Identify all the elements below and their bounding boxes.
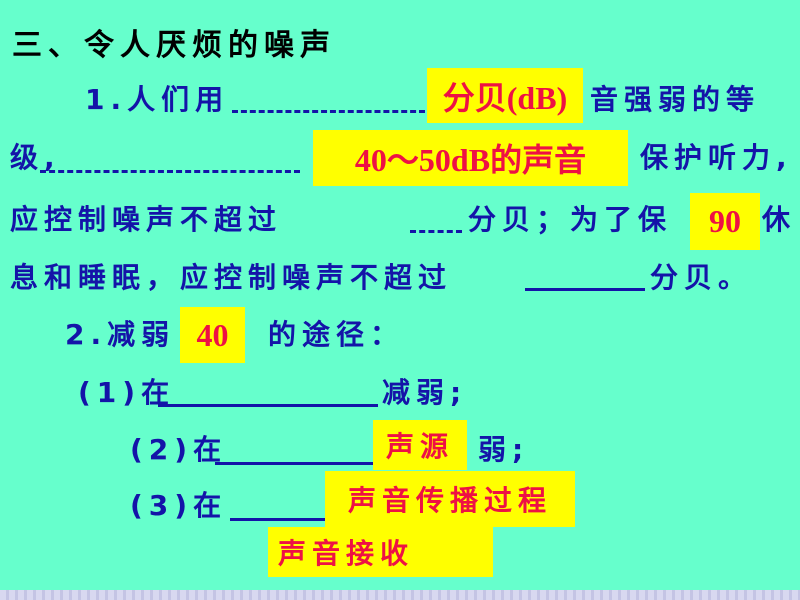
line2-suffix: 保护听力, bbox=[640, 141, 793, 174]
answer-unit: 分贝(dB) bbox=[427, 68, 583, 123]
answer-limit-rest: 90 bbox=[690, 193, 760, 250]
footer-strip bbox=[0, 590, 800, 600]
answer-receiver-text: 声音接收 bbox=[278, 537, 415, 570]
line8-prefix: (3)在 bbox=[130, 489, 228, 522]
answer-range-text: 40～50dB的声音 bbox=[354, 142, 587, 178]
line6-suffix: 减弱; bbox=[382, 376, 468, 409]
blank-8 bbox=[230, 518, 325, 521]
line5-suffix: 的途径： bbox=[268, 318, 405, 351]
blank-1 bbox=[232, 110, 425, 113]
line7-suffix: 弱; bbox=[478, 433, 530, 466]
answer-limit-sleep: 40 bbox=[180, 307, 245, 363]
line2-prefix: 级, bbox=[10, 141, 61, 174]
blank-2 bbox=[40, 170, 300, 173]
line3-prefix: 应控制噪声不超过 bbox=[10, 203, 283, 236]
line5-prefix: 2.减弱 bbox=[65, 318, 176, 351]
line1-prefix: 1.人们用 bbox=[85, 83, 230, 116]
line4-prefix: 息和睡眠，应控制噪声不超过 bbox=[10, 261, 453, 294]
blank-6 bbox=[158, 404, 378, 407]
line6-prefix: (1)在 bbox=[78, 376, 176, 409]
blank-7 bbox=[215, 462, 375, 465]
answer-range: 40～50dB的声音 bbox=[313, 130, 628, 186]
answer-transmission: 声音传播过程 bbox=[325, 471, 575, 527]
line1-suffix: 音强弱的等 bbox=[590, 83, 761, 116]
line3-middle: 分贝；为了保 bbox=[468, 203, 673, 236]
slide-title: 三、令人厌烦的噪声 bbox=[12, 28, 336, 63]
answer-source: 声源 bbox=[373, 420, 467, 470]
blank-3 bbox=[410, 230, 462, 233]
line7-prefix: (2)在 bbox=[130, 433, 228, 466]
blank-4 bbox=[525, 288, 645, 291]
line3-suffix: 休 bbox=[762, 203, 797, 236]
line4-suffix: 分贝。 bbox=[650, 261, 753, 294]
answer-receiver: 声音接收 bbox=[268, 527, 493, 577]
